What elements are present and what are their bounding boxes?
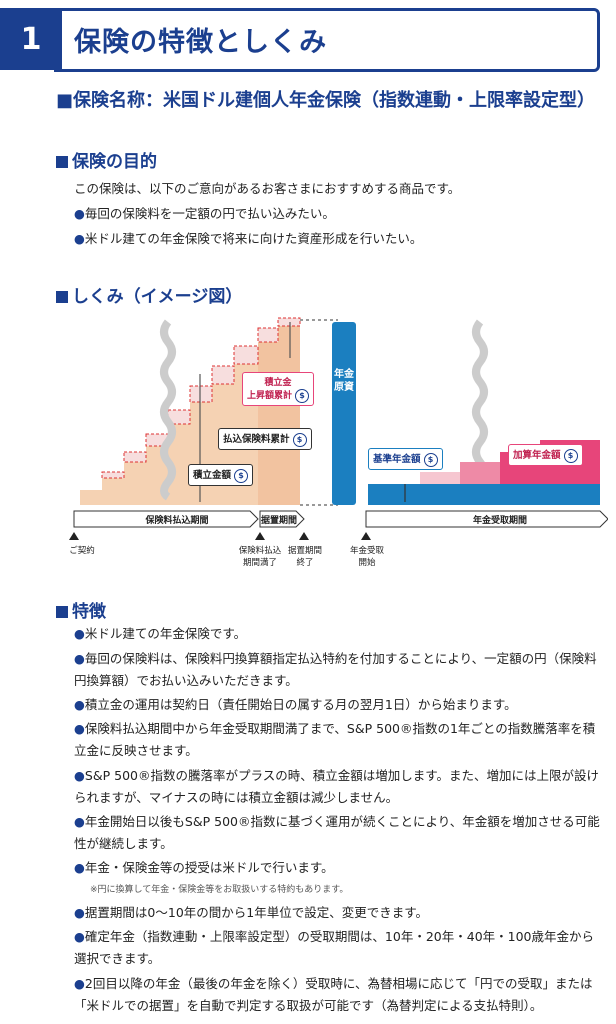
milestone-payment-end: 保険料払込 期間満了 (238, 546, 282, 568)
feature-item: ●確定年金（指数連動・上限率設定型）の受取期間は、10年・20年・40年・100… (74, 929, 594, 966)
accum-amount-text: 積立金額 (193, 470, 232, 481)
feature-item: ●保険料払込期間中から年金受取期間満了まで、S&P 500®指数の1年ごとの指数… (74, 721, 596, 758)
dollar-coin-icon: $ (292, 432, 307, 447)
feature-item: ●年金・保険金等の授受は米ドルで行います。 (74, 860, 334, 875)
feature-item: ●S&P 500®指数の騰落率がプラスの時、積立金額は増加します。また、増加には… (74, 768, 599, 805)
paid-total-tag: 払込保険料累計$ (218, 428, 312, 450)
pension-fund-bar (332, 322, 356, 505)
base-pension-text: 基準年金額 (373, 454, 421, 465)
deferral-period-label: 据置期間 (260, 516, 297, 526)
header-box (54, 8, 600, 72)
pension-fund-label: 年金原資 (334, 369, 354, 393)
paid-total-text: 払込保険料累計 (223, 434, 290, 445)
payment-period-label: 保険料払込期間 (145, 516, 209, 526)
dollar-coin-icon: $ (234, 468, 249, 483)
added-pension-text: 加算年金額 (513, 450, 561, 461)
features-note: ※円に換算して年金・保険金等をお取扱いする特約もあります。 (90, 885, 349, 895)
feature-item: ●据置期間は0～10年の間から1年単位で設定、変更できます。 (74, 905, 428, 920)
milestone-contract: ご契約 (69, 546, 95, 556)
milestone-deferral-end: 据置期間 終了 (287, 546, 322, 568)
feature-item: ●積立金の運用は契約日（責任開始日の属する月の翌月1日）から始まります。 (74, 697, 517, 712)
base-pension-tag: 基準年金額$ (368, 448, 443, 470)
feature-item: ●米ドル建ての年金保険です。 (74, 626, 247, 641)
dollar-coin-icon: $ (563, 448, 578, 463)
mechanism-diagram: 保険料払込期間 据置期間 年金受取期間 ご契約 保険料払込 期間満了 据置期間 … (60, 312, 609, 578)
heading-square-icon (56, 156, 68, 168)
feature-item: ●毎回の保険料は、保険料円換算額指定払込特約を付加することにより、一定額の円（保… (74, 651, 597, 688)
feature-item: ●2回目以降の年金（最後の年金を除く）受取時に、為替相場に応じて「円での受取」ま… (74, 976, 593, 1013)
section-number: 1 (0, 8, 62, 70)
milestone-receipt-start: 年金受取 開始 (349, 546, 384, 568)
purpose-item: ●毎回の保険料を一定額の円で払い込みたい。 (74, 206, 335, 221)
purpose-item-text: 米ドル建ての年金保険で将来に向けた資産形成を行いたい。 (84, 231, 423, 246)
receipt-period-label: 年金受取期間 (472, 516, 527, 526)
purpose-item: ●米ドル建ての年金保険で将来に向けた資産形成を行いたい。 (74, 231, 423, 246)
heading-square-icon (56, 291, 68, 303)
dollar-coin-icon: $ (295, 388, 310, 403)
purpose-heading-text: 保険の目的 (72, 152, 157, 172)
product-name: ■保険名称：米国ドル建個人年金保険（指数連動・上限率設定型） (56, 90, 596, 111)
mechanism-heading: しくみ（イメージ図） (56, 282, 242, 307)
dollar-coin-icon: $ (423, 452, 438, 467)
purpose-intro: この保険は、以下のご意向があるお客さまにおすすめする商品です。 (74, 181, 461, 196)
mechanism-heading-text: しくみ（イメージ図） (72, 287, 243, 307)
heading-square-icon (56, 606, 68, 618)
purpose-heading: 保険の目的 (56, 147, 157, 172)
added-pension-tag: 加算年金額$ (508, 444, 583, 466)
base-pension-bar (368, 484, 600, 505)
accum-increase-text: 積立金 上昇額累計 (247, 378, 293, 401)
features-heading-text: 特徴 (72, 602, 106, 622)
features-heading: 特徴 (56, 597, 106, 622)
section-header: 1 保険の特徴としくみ (0, 0, 616, 80)
accum-amount-tag: 積立金額$ (188, 464, 254, 486)
purpose-item-text: 毎回の保険料を一定額の円で払い込みたい。 (84, 206, 335, 221)
feature-item: ●年金開始日以後もS&P 500®指数に基づく運用が続くことにより、年金額を増加… (74, 814, 600, 851)
accum-increase-tag: 積立金 上昇額累計$ (242, 372, 315, 406)
page-title: 保険の特徴としくみ (74, 27, 328, 58)
